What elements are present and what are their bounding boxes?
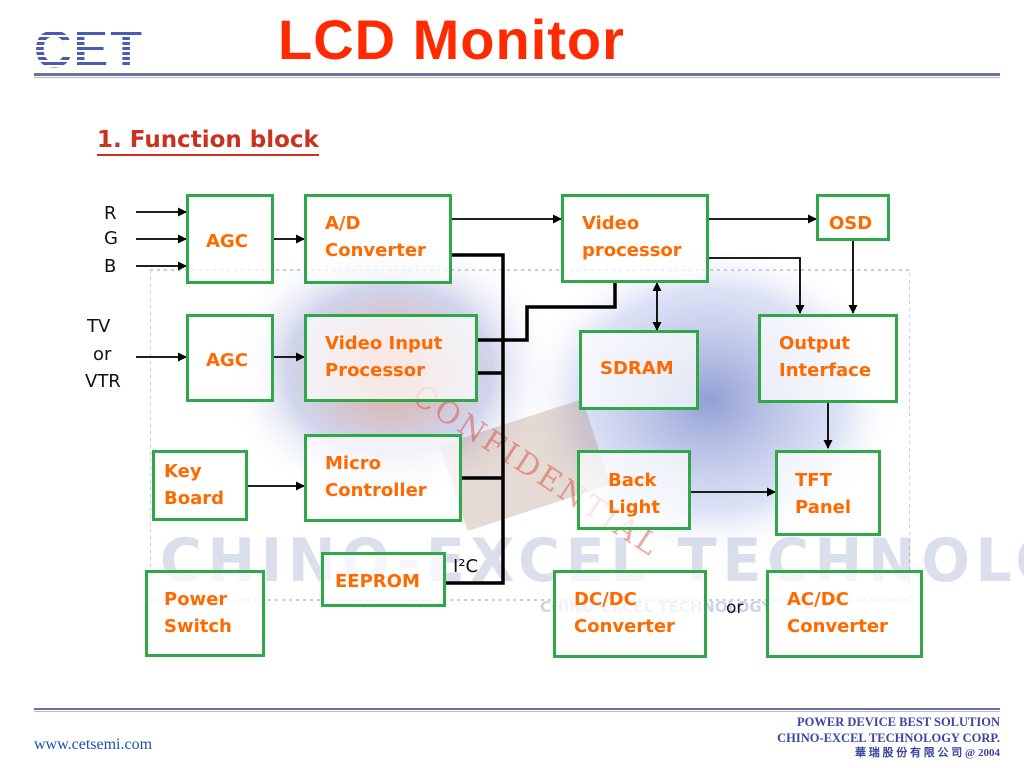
block-tft-panel-label-1: TFT	[795, 470, 832, 491]
block-agc-tv	[186, 314, 274, 402]
block-agc-tv-label: AGC	[206, 350, 248, 371]
block-agc-rgb	[186, 194, 274, 284]
block-ad-converter-label-2: Converter	[325, 240, 426, 261]
footer-copyright: 華 瑞 股 份 有 限 公 司 @ 2004	[855, 747, 1000, 759]
input-label-b: B	[104, 256, 117, 277]
input-label-vtr: VTR	[85, 371, 121, 392]
video-input-bus-upper	[478, 283, 617, 342]
block-sdram	[579, 330, 699, 410]
block-micro-controller-label-2: Controller	[325, 480, 427, 501]
block-sdram-label: SDRAM	[600, 358, 674, 379]
input-label-g: G	[104, 228, 118, 249]
footer-rule	[34, 708, 1000, 710]
block-video-input-processor-label-2: Processor	[325, 360, 425, 381]
block-acdc-converter-label-2: Converter	[787, 616, 888, 637]
page-title: LCD Monitor	[278, 8, 625, 71]
block-tft-panel-label-2: Panel	[795, 497, 852, 518]
footer-company-info: POWER DEVICE BEST SOLUTION CHINO-EXCEL T…	[777, 714, 1000, 760]
video-processor-to-output-arrow	[709, 257, 805, 314]
title-rule	[34, 73, 1000, 76]
block-output-interface-label-1: Output	[779, 333, 851, 354]
block-back-light	[577, 450, 691, 530]
block-video-processor-label-1: Video	[582, 213, 640, 234]
block-key-board-label-1: Key	[164, 461, 202, 482]
title-rule-thin	[34, 77, 1000, 78]
block-key-board	[152, 450, 248, 521]
footer-rule-thin	[34, 711, 1000, 712]
block-video-processor	[561, 194, 709, 283]
block-acdc-converter	[766, 570, 923, 658]
block-tft-panel	[775, 450, 881, 536]
footer-url-link[interactable]: www.cetsemi.com	[34, 736, 153, 753]
block-dcdc-converter-label-1: DC/DC	[574, 589, 637, 610]
footer-slogan: POWER DEVICE BEST SOLUTION	[797, 715, 1000, 729]
block-power-switch	[145, 570, 265, 657]
block-back-light-label-1: Back	[608, 470, 657, 491]
block-osd	[816, 194, 890, 241]
block-output-interface	[758, 314, 898, 403]
block-agc-rgb-label: AGC	[206, 231, 248, 252]
ad-data-bus	[446, 253, 505, 585]
svg-text:CET: CET	[34, 22, 144, 72]
block-acdc-converter-label-1: AC/DC	[787, 589, 849, 610]
block-ad-converter-label-1: A/D	[325, 213, 361, 234]
block-video-input-processor	[304, 314, 478, 402]
cet-logo: CET	[34, 22, 144, 72]
block-ad-converter	[304, 194, 452, 284]
block-power-switch-label-2: Switch	[164, 616, 232, 637]
block-video-input-processor-label-1: Video Input	[325, 333, 443, 354]
input-label-r: R	[104, 203, 117, 224]
block-key-board-label-2: Board	[164, 488, 224, 509]
block-micro-controller	[304, 434, 462, 522]
block-dcdc-converter-label-2: Converter	[574, 616, 675, 637]
block-output-interface-label-2: Interface	[779, 360, 872, 381]
block-eeprom	[321, 552, 446, 607]
footer-company-name: CHINO-EXCEL TECHNOLOGY CORP.	[777, 731, 1000, 745]
block-micro-controller-label-1: Micro	[325, 453, 381, 474]
block-osd-label: OSD	[829, 213, 873, 234]
input-label-or: or	[93, 344, 112, 365]
i2c-bus-label: I²C	[453, 556, 479, 577]
block-power-switch-label-1: Power	[164, 589, 228, 610]
input-label-tv: TV	[87, 316, 111, 337]
block-dcdc-converter	[553, 570, 707, 658]
or-label: or	[726, 598, 744, 618]
block-eeprom-label: EEPROM	[335, 571, 420, 592]
section-subtitle: 1. Function block	[97, 127, 319, 157]
block-back-light-label-2: Light	[608, 497, 660, 518]
block-video-processor-label-2: processor	[582, 240, 682, 261]
